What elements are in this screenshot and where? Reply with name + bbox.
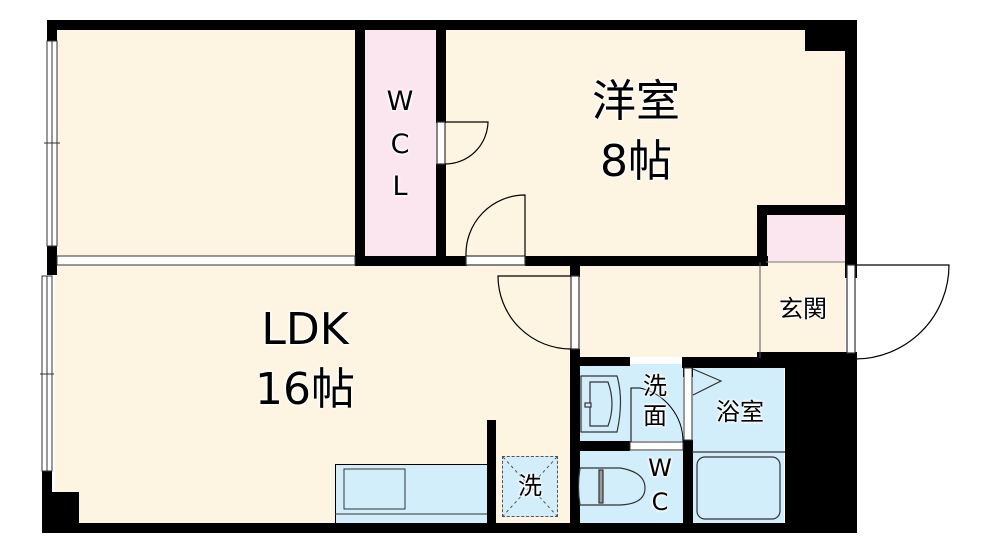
ldk-room: [55, 28, 360, 264]
walk-in-closet: [364, 28, 436, 260]
bathroom-label: 浴室: [716, 398, 764, 426]
door-icon: [846, 264, 950, 360]
wall-left-upper: [47, 20, 57, 42]
wall-bath-top: [682, 357, 857, 368]
shoe-storage: [766, 215, 846, 262]
western-room-size: 8帖: [600, 136, 672, 187]
wall-hall-left: [570, 349, 580, 529]
pipe-shaft: [785, 357, 857, 533]
wall-wash-top: [570, 357, 630, 366]
laundry-label: 洗: [518, 472, 542, 500]
wall-top: [47, 20, 857, 30]
western-room-name: 洋室: [592, 76, 680, 127]
wall-left-mid: [47, 245, 57, 275]
washroom-label-2: 面: [643, 402, 667, 430]
toilet-label-c: C: [651, 488, 669, 516]
wall-right-upper: [845, 20, 857, 278]
ldk-room-size: 16帖: [255, 364, 355, 415]
wall-wash-bath-divider: [683, 357, 693, 377]
wall-ldk-top-right: [355, 256, 467, 266]
wall-western-bottom: [525, 256, 768, 266]
entrance-label: 玄関: [779, 295, 827, 323]
wall-entrance-bottom: [757, 352, 857, 362]
wall-wcl-left: [355, 20, 365, 265]
entrance: [760, 262, 845, 358]
kitchen-counter: [335, 464, 488, 524]
bathroom: [692, 368, 784, 523]
wcl-label-c: C: [390, 129, 410, 160]
ldk-room-name: LDK: [261, 304, 349, 355]
wall-shoe-left: [757, 205, 767, 265]
wcl-label-l: L: [392, 171, 408, 202]
wall-wash-wc-divider: [570, 441, 630, 451]
wall-shoe-top: [757, 205, 857, 215]
wall-wc-bath-divider: [683, 440, 693, 530]
wall-bottom: [42, 523, 787, 533]
toilet-label-w: W: [648, 454, 672, 482]
wcl-label-w: W: [386, 86, 414, 117]
wall-kitchen-partition: [487, 420, 496, 530]
hallway: [580, 265, 760, 357]
wall-wcl-right-lower: [436, 164, 446, 264]
wall-wcl-right: [436, 20, 446, 123]
wall-hall-left-top: [570, 262, 580, 277]
washroom-label-1: 洗: [643, 372, 667, 400]
